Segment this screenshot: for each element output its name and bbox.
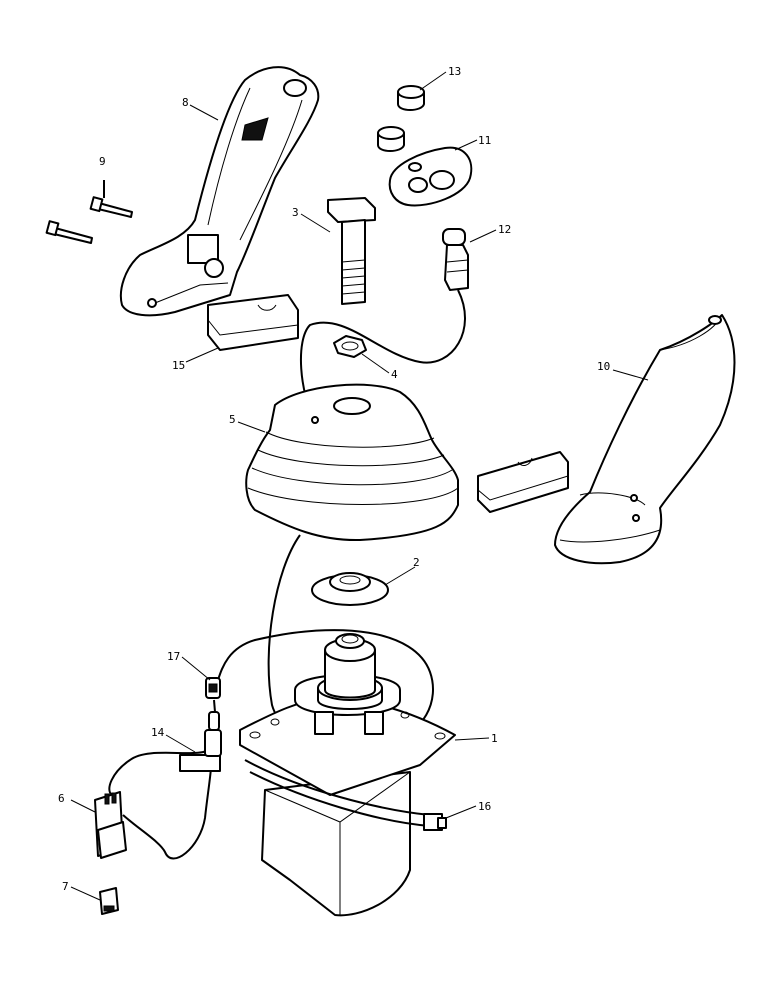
callout-5: 5 bbox=[229, 413, 236, 426]
callout-9: 9 bbox=[99, 155, 106, 168]
part-2-washer bbox=[311, 572, 389, 606]
part-10-handle-half bbox=[554, 314, 736, 565]
callout-8: 8 bbox=[182, 96, 189, 109]
part-8-handle-half bbox=[120, 66, 320, 317]
wiring bbox=[108, 289, 466, 860]
callout-13: 13 bbox=[448, 65, 461, 78]
callout-4: 4 bbox=[391, 368, 398, 381]
callout-16: 16 bbox=[478, 800, 491, 813]
callout-12: 12 bbox=[498, 223, 511, 236]
callout-10: 10 bbox=[597, 360, 610, 373]
part-7-small-clip bbox=[99, 887, 119, 915]
callout-6: 6 bbox=[58, 792, 65, 805]
part-1-joystick-body bbox=[239, 633, 456, 917]
callout-3: 3 bbox=[292, 206, 299, 219]
part-17-clip bbox=[205, 677, 221, 699]
callout-1: 1 bbox=[491, 732, 498, 745]
part-11-cover-plate bbox=[388, 146, 473, 207]
part-4-nut bbox=[333, 335, 367, 358]
part-5-boot bbox=[245, 383, 459, 542]
part-13-caps bbox=[377, 85, 425, 152]
part-12-switch bbox=[442, 228, 469, 291]
callout-2: 2 bbox=[413, 556, 420, 569]
part-3-bolt bbox=[327, 197, 376, 305]
part-16-plug bbox=[423, 813, 447, 831]
callout-17: 17 bbox=[167, 650, 180, 663]
leader-lines bbox=[70, 71, 649, 901]
callout-7: 7 bbox=[62, 880, 69, 893]
callout-15: 15 bbox=[172, 359, 185, 372]
part-15-block bbox=[207, 294, 299, 351]
callout-labels: 1 2 3 4 5 6 7 8 9 10 11 12 13 14 15 16 1… bbox=[58, 65, 610, 893]
callout-11: 11 bbox=[478, 134, 491, 147]
callout-14: 14 bbox=[151, 726, 165, 739]
part-block-right bbox=[477, 451, 569, 513]
part-6-connector bbox=[94, 791, 127, 859]
part-14-sensor bbox=[179, 711, 222, 772]
part-9-screws bbox=[45, 180, 133, 244]
